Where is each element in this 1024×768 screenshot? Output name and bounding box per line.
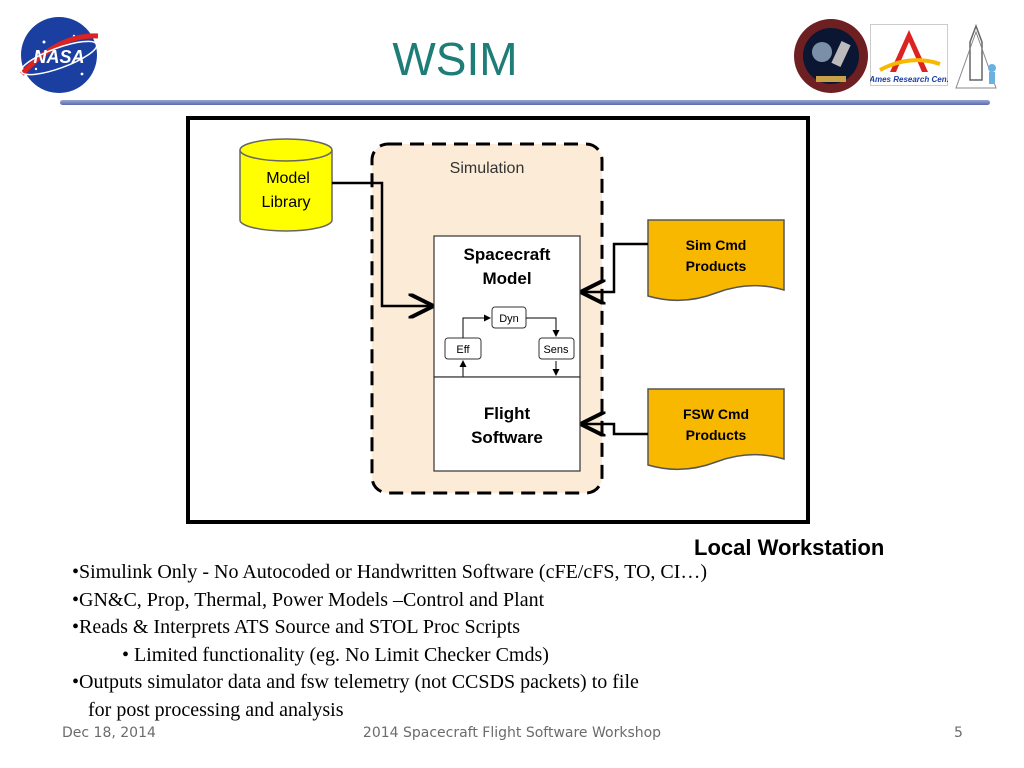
rocket-tower-logo [955,23,997,89]
eff-to-dyn-arrow [462,314,491,338]
model-library-line-1: Model [266,170,310,187]
sim-cmd-line-2: Products [686,258,747,274]
svg-text:Ames Research Cen.: Ames Research Cen. [870,75,948,84]
flight-software-line-1: Flight [484,404,531,423]
fsw-cmd-products-doc [647,388,785,471]
bullet-list: •Simulink Only - No Autocoded or Handwri… [72,559,707,724]
page-title: WSIM [392,33,518,85]
sens-block [538,337,575,360]
title-divider [60,100,990,105]
mission-patch-logo [794,19,868,93]
sub-bullet-item: • Limited functionality (eg. No Limit Ch… [122,643,549,666]
local-workstation-frame [186,116,810,524]
sim-cmd-line-1: Sim Cmd [686,237,747,253]
bullet-item: •GN&C, Prop, Thermal, Power Models –Cont… [72,588,545,611]
fsw-cmd-line-2: Products [686,427,747,443]
dyn-to-sens-arrow [526,317,560,337]
fsw-cmd-line-1: FSW Cmd [683,406,749,422]
flight-software-line-2: Software [471,428,543,447]
footer-event: 2014 Spacecraft Flight Software Workshop [362,725,662,741]
simulation-label: Simulation [450,160,525,177]
sens-label: Sens [543,344,569,356]
svg-text:NASA: NASA [33,47,84,67]
bullet-item: •Reads & Interprets ATS Source and STOL … [72,616,521,638]
bullet-item: •Outputs simulator data and fsw telemetr… [72,671,639,693]
sim-cmd-products-doc [647,219,785,302]
bullet-continuation: for post processing and analysis [88,698,344,721]
flight-software-box [433,376,581,472]
local-workstation-label: Local Workstation [694,535,885,560]
nasa-logo: NASA [20,17,99,93]
fsw-cmd-to-fsw-arrow [583,424,648,434]
library-to-model-arrow [332,181,431,306]
model-library-line-2: Library [262,194,311,211]
page-number: 5 [954,725,963,741]
ames-research-logo: Ames Research Cen. [870,24,948,86]
eff-label: Eff [456,344,470,356]
model-library-cylinder: Model Library [239,138,333,232]
bullet-item: •Simulink Only - No Autocoded or Handwri… [72,561,708,583]
spacecraft-model-line-2: Model [482,269,531,288]
dyn-label: Dyn [499,313,519,325]
sim-cmd-to-model-arrow [583,242,648,292]
footer-date: Dec 18, 2014 [62,725,156,741]
spacecraft-model-line-1: Spacecraft [464,245,551,264]
